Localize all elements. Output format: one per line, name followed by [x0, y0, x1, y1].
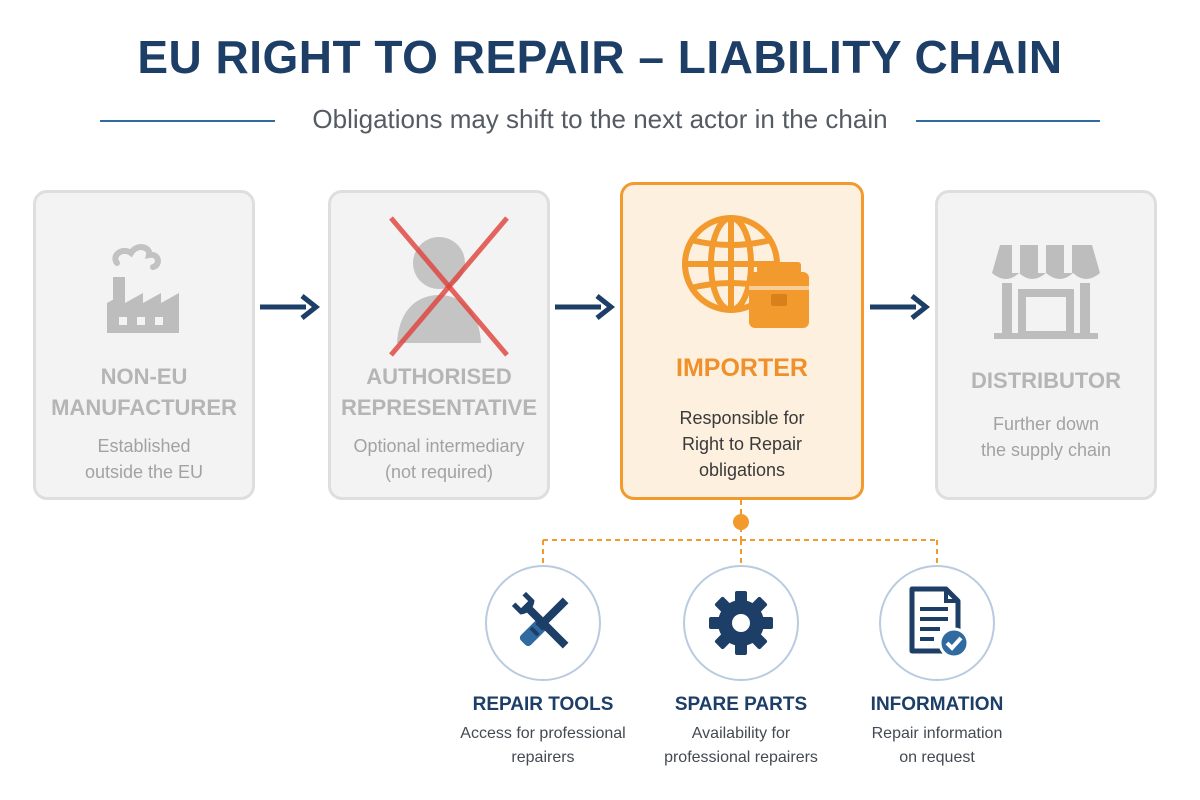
card-description: Responsible for Right to Repair obligati…: [679, 408, 805, 480]
gear-icon: [709, 591, 773, 655]
card-distributor: DISTRIBUTOR Further down the supply chai…: [935, 190, 1157, 500]
information-badge: [879, 565, 995, 681]
spare-parts-badge: [683, 565, 799, 681]
globe-cargo-icon: [623, 207, 861, 337]
subtitle-row: Obligations may shift to the next actor …: [0, 100, 1200, 140]
arrow-right-icon: [260, 294, 320, 320]
page-subtitle: Obligations may shift to the next actor …: [312, 104, 888, 134]
arrow-right-icon: [870, 294, 930, 320]
subtitle-divider-right: [916, 120, 1100, 122]
card-non-eu-manufacturer: NON-EU MANUFACTURER Established outside …: [33, 190, 255, 500]
card-description: Established outside the EU: [84, 436, 204, 482]
card-importer: IMPORTER Responsible for Right to Repair…: [620, 182, 864, 500]
factory-icon: [36, 223, 252, 353]
card-title: DISTRIBUTOR: [971, 368, 1121, 393]
card-title: NON-EU MANUFACTURER: [51, 364, 237, 420]
repair-tools-badge: [485, 565, 601, 681]
card-description: Optional intermediary (not required): [353, 436, 525, 482]
card-title: AUTHORISED REPRESENTATIVE: [341, 364, 537, 420]
obligation-description: Repair information on request: [871, 725, 1003, 766]
tools-icon: [511, 591, 569, 649]
storefront-icon: [938, 223, 1154, 353]
arrow-right-icon: [555, 294, 615, 320]
cross-line: [389, 216, 509, 357]
obligation-title: REPAIR TOOLS: [472, 694, 614, 715]
card-description: Further down the supply chain: [980, 414, 1112, 460]
obligation-title: INFORMATION: [870, 694, 1004, 715]
obligation-description: Availability for professional repairers: [664, 725, 818, 766]
document-check-icon: [909, 586, 970, 659]
card-title: IMPORTER: [676, 354, 808, 382]
person-icon: [331, 216, 547, 357]
obligation-title: SPARE PARTS: [674, 694, 808, 715]
subtitle-divider-left: [100, 120, 275, 122]
card-authorised-representative: AUTHORISED REPRESENTATIVE Optional inter…: [328, 190, 550, 500]
obligation-description: Access for professional repairers: [460, 725, 626, 766]
page-title: EU RIGHT TO REPAIR – LIABILITY CHAIN: [137, 31, 1063, 83]
